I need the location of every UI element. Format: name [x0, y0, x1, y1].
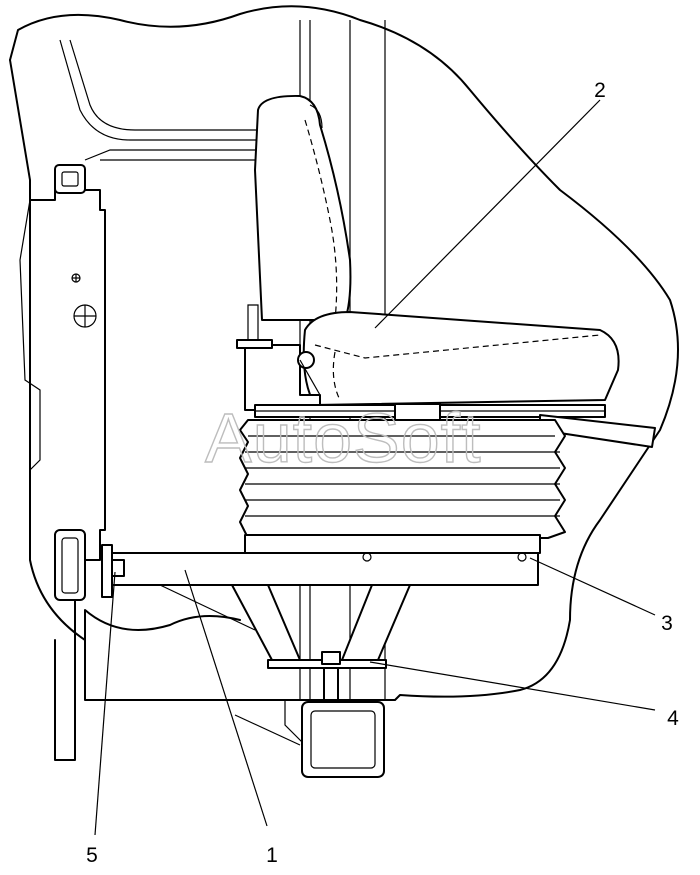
callout-labels: 2 3 4 5 1	[86, 79, 679, 867]
callout-4: 4	[667, 707, 679, 730]
suspension-bellows	[239, 419, 566, 554]
seat-cushion	[302, 311, 620, 406]
callout-2: 2	[594, 79, 606, 102]
leader-lines	[94, 99, 656, 836]
cross-member-tube	[234, 700, 385, 778]
left-pillar	[19, 164, 106, 761]
mounting-legs	[231, 584, 411, 701]
cab-wall-outline	[9, 5, 679, 701]
watermark-text: AutoSoft	[205, 399, 482, 477]
support-platform	[101, 544, 539, 631]
callout-3: 3	[661, 612, 673, 635]
seat-backrest	[254, 94, 352, 321]
callout-5: 5	[86, 844, 98, 867]
seat-rails	[254, 403, 656, 448]
callout-1: 1	[266, 844, 278, 867]
seat-bracket	[236, 304, 321, 411]
